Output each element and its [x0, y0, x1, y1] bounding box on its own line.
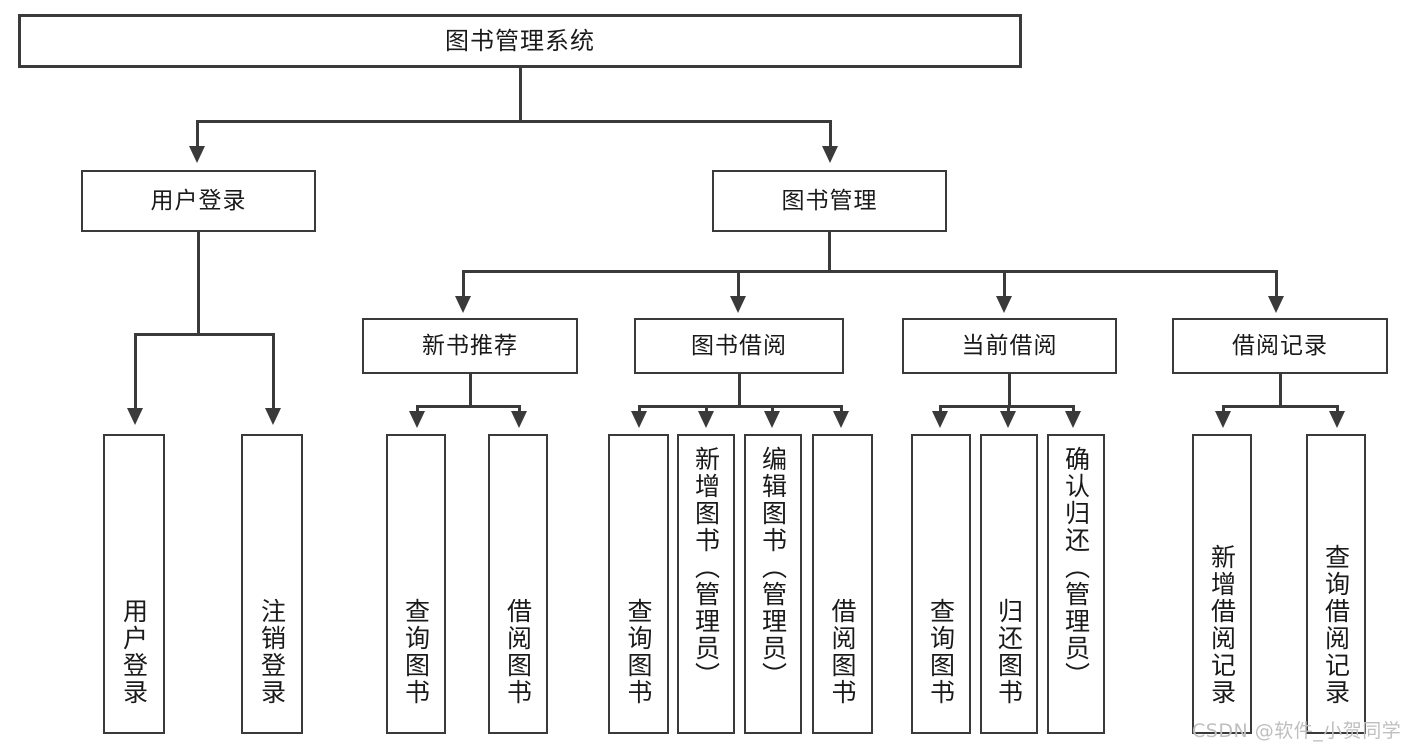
leaf-add-borrow-record[interactable]: 新增借阅记录 — [1192, 434, 1252, 734]
connector-level3-drop-0 — [462, 270, 465, 298]
leaf-user-login[interactable]: 用户登录 — [103, 434, 165, 734]
connector-book-manage-stem — [828, 232, 831, 270]
leaf-query-borrow-record[interactable]: 查询借阅记录 — [1306, 434, 1366, 734]
connector-new-book-drop-0 — [416, 405, 419, 413]
leaf-logout[interactable]: 注销登录 — [241, 434, 303, 734]
node-book-manage[interactable]: 图书管理 — [712, 170, 947, 232]
leaf-return-book[interactable]: 归还图书 — [980, 434, 1038, 734]
connector-level3-drop-1 — [737, 270, 740, 298]
connector-new-book-drop-1 — [518, 405, 521, 413]
connector-book-borrow-stem — [738, 374, 741, 405]
connector-user-login-bus — [134, 333, 275, 336]
connector-current-borrow-drop-2 — [1072, 405, 1075, 413]
leaf-borrow-book-bb[interactable]: 借阅图书 — [812, 434, 873, 734]
connector-borrow-record-drop-1 — [1336, 405, 1339, 413]
connector-level3-bus — [462, 270, 1278, 273]
connector-current-borrow-drop-0 — [939, 405, 942, 413]
arrow-to-book-manage — [822, 146, 838, 163]
connector-current-borrow-drop-1 — [1007, 405, 1010, 413]
arrow-to-borrow-record — [1268, 296, 1284, 313]
arrow-to-new-book — [455, 296, 471, 313]
leaf-label: 借阅图书 — [828, 598, 857, 706]
connector-new-book-bus — [416, 405, 521, 408]
leaf-label: 归还图书 — [994, 598, 1024, 706]
connector-root-drop-right — [829, 120, 832, 148]
arrow-to-leaf-nb-1 — [511, 411, 527, 428]
leaf-label: 编辑图书（管理员） — [758, 446, 788, 689]
arrow-to-leaf-nb-0 — [409, 411, 425, 428]
leaf-label: 用户登录 — [119, 598, 149, 706]
connector-root-drop-left — [196, 120, 199, 148]
connector-borrow-record-stem — [1279, 374, 1282, 405]
arrow-to-leaf-br-0 — [1215, 411, 1231, 428]
connector-user-login-drop-0 — [134, 333, 137, 410]
node-borrow-record[interactable]: 借阅记录 — [1172, 318, 1388, 374]
leaf-label: 确认归还（管理员） — [1061, 446, 1091, 689]
connector-new-book-stem — [469, 374, 472, 405]
leaf-borrow-book-nb[interactable]: 借阅图书 — [488, 434, 548, 734]
arrow-to-leaf-cb-1 — [1000, 411, 1016, 428]
leaf-label: 查询图书 — [624, 598, 653, 706]
arrow-to-leaf-bb-2 — [764, 411, 780, 428]
leaf-label: 新增图书（管理员） — [691, 446, 721, 689]
connector-book-borrow-bus — [638, 405, 843, 408]
connector-user-login-drop-1 — [272, 333, 275, 410]
leaf-edit-book-admin[interactable]: 编辑图书（管理员） — [744, 434, 802, 734]
arrow-to-leaf-bb-3 — [833, 411, 849, 428]
arrow-to-leaf-bb-1 — [698, 411, 714, 428]
node-label: 图书管理系统 — [445, 27, 595, 55]
arrow-to-leaf-logout — [265, 408, 281, 425]
arrow-to-book-borrow — [730, 296, 746, 313]
connector-book-borrow-drop-0 — [638, 405, 641, 413]
leaf-label: 注销登录 — [257, 598, 287, 706]
node-label: 图书管理 — [781, 187, 878, 214]
connector-root-stem — [519, 68, 522, 120]
leaf-label: 查询图书 — [926, 598, 956, 706]
node-label: 用户登录 — [150, 187, 247, 214]
leaf-label: 借阅图书 — [503, 598, 533, 706]
arrow-to-leaf-br-1 — [1329, 411, 1345, 428]
node-new-book-recommend[interactable]: 新书推荐 — [362, 318, 578, 374]
arrow-to-leaf-cb-0 — [932, 411, 948, 428]
node-label: 新书推荐 — [422, 332, 518, 359]
leaf-query-book-nb[interactable]: 查询图书 — [386, 434, 446, 734]
connector-book-borrow-drop-1 — [705, 405, 708, 413]
leaf-query-book-bb[interactable]: 查询图书 — [608, 434, 669, 734]
node-root-system[interactable]: 图书管理系统 — [18, 14, 1022, 68]
connector-user-login-stem — [197, 232, 200, 333]
node-label: 图书借阅 — [691, 332, 787, 359]
leaf-label: 新增借阅记录 — [1207, 544, 1237, 706]
arrow-to-leaf-bb-0 — [631, 411, 647, 428]
connector-level3-drop-2 — [1003, 270, 1006, 298]
connector-book-borrow-drop-2 — [771, 405, 774, 413]
arrow-to-leaf-user-login — [127, 408, 143, 425]
leaf-label: 查询借阅记录 — [1321, 544, 1351, 706]
node-current-borrow[interactable]: 当前借阅 — [902, 318, 1117, 374]
connector-borrow-record-drop-0 — [1222, 405, 1225, 413]
leaf-add-book-admin[interactable]: 新增图书（管理员） — [677, 434, 735, 734]
node-book-borrow[interactable]: 图书借阅 — [634, 318, 844, 374]
connector-book-borrow-drop-3 — [840, 405, 843, 413]
node-label: 借阅记录 — [1232, 332, 1328, 359]
connector-borrow-record-bus — [1222, 405, 1339, 408]
leaf-label: 查询图书 — [401, 598, 431, 706]
connector-level3-drop-3 — [1275, 270, 1278, 298]
connector-current-borrow-stem — [1008, 374, 1011, 405]
arrow-to-current-borrow — [996, 296, 1012, 313]
connector-root-bus — [196, 120, 832, 123]
node-user-login[interactable]: 用户登录 — [81, 170, 316, 232]
node-label: 当前借阅 — [961, 332, 1058, 359]
arrow-to-user-login — [189, 146, 205, 163]
arrow-to-leaf-cb-2 — [1065, 411, 1081, 428]
leaf-query-book-cb[interactable]: 查询图书 — [911, 434, 971, 734]
leaf-confirm-return-admin[interactable]: 确认归还（管理员） — [1047, 434, 1105, 734]
